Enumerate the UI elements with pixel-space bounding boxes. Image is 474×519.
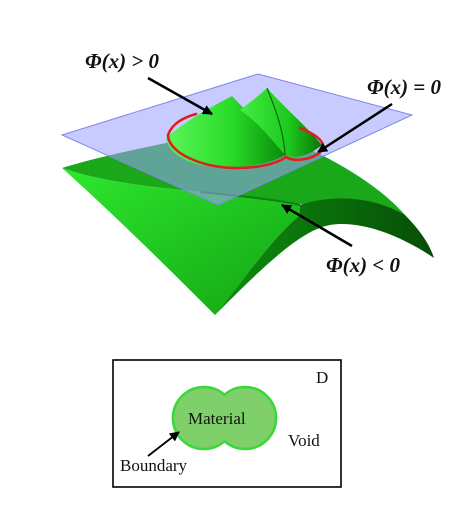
void-label: Void [288,431,320,450]
surface-left-face [62,168,300,315]
leader-arrows [147,76,393,248]
label-phi-zero: Φ(x) = 0 [367,75,442,99]
boundary-label: Boundary [120,456,188,475]
peaks-above-plane [166,87,322,168]
peak-left [166,96,285,168]
boundary-arrow [147,431,180,457]
material-label: Material [188,409,246,428]
peak-crease [266,87,286,156]
arrow-zero [317,102,393,154]
material-outline [171,385,278,451]
label-phi-positive: Φ(x) > 0 [85,49,160,73]
material-region [171,385,278,451]
arrow-negative [281,203,353,248]
arrow-positive [147,76,213,116]
domain-label: D [316,368,328,387]
material-circle-right [214,387,276,449]
design-domain-box: D Material Void Boundary [112,359,342,488]
surface-right-face [215,198,434,315]
peak-right [240,88,322,157]
label-phi-negative: Φ(x) < 0 [326,253,401,277]
